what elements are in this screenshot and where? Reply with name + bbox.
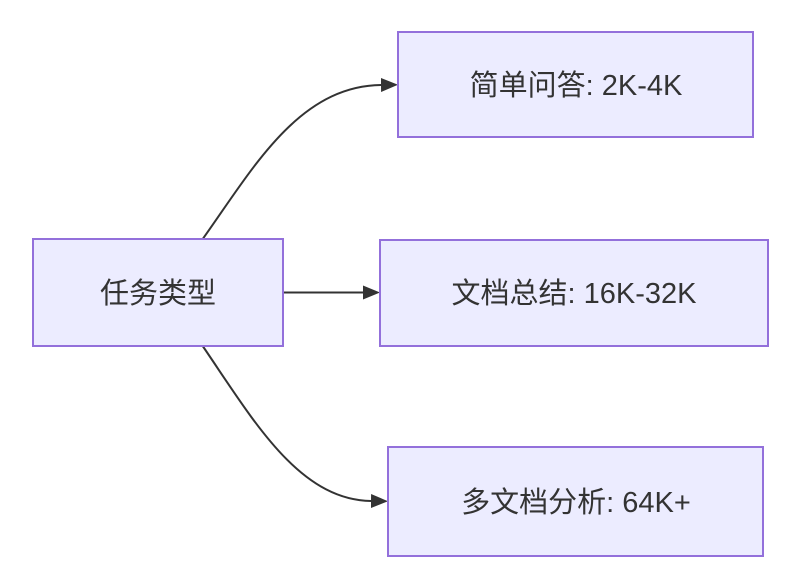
node-task-type: 任务类型 [32,238,284,347]
node-task-type-label: 任务类型 [100,277,216,310]
node-multi-doc-label: 多文档分析: 64K+ [461,486,691,519]
node-simple-qa: 简单问答: 2K-4K [397,31,754,138]
node-doc-summary-box [379,239,769,347]
node-task-type-box [32,238,284,347]
node-multi-doc: 多文档分析: 64K+ [387,446,764,557]
node-doc-summary-label: 文档总结: 16K-32K [452,277,698,310]
node-doc-summary: 文档总结: 16K-32K [379,239,769,347]
edge-task-type-to-multi-doc [201,344,388,508]
node-simple-qa-label: 简单问答: 2K-4K [470,69,683,102]
edge-task-type-to-simple-qa [201,78,398,241]
node-simple-qa-box [397,31,754,138]
node-multi-doc-box [387,446,764,557]
edges-layer [201,78,398,508]
